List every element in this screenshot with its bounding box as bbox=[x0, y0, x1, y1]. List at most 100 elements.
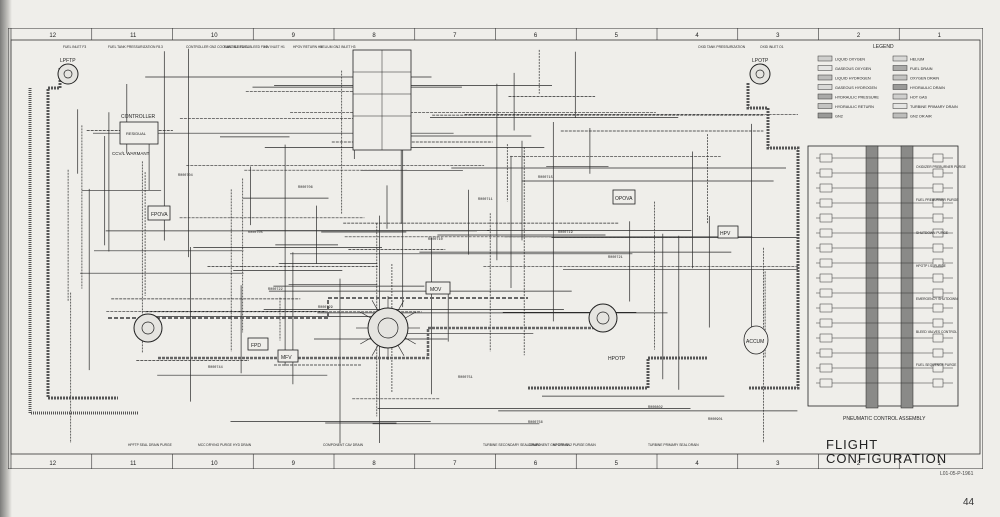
grid-column-label: 2 bbox=[857, 33, 861, 39]
grid-column-label: 3 bbox=[776, 461, 780, 467]
pneumatic-output-label: FUEL SEQUENCE PURGE bbox=[916, 363, 957, 367]
fluid-lines-horizontal bbox=[80, 76, 798, 425]
pneumatic-output-label: BLEED VALVES CONTROL bbox=[916, 330, 957, 334]
solenoid-valve bbox=[932, 198, 944, 208]
opova-label: OPOVA bbox=[615, 196, 633, 202]
legend-swatch bbox=[892, 84, 908, 90]
controller-sub-label: RESIDUAL bbox=[126, 131, 147, 136]
tag-code: R000901 bbox=[708, 418, 723, 422]
outer-border bbox=[8, 28, 983, 469]
hpotp-discharge-duct bbox=[528, 356, 708, 390]
top-inlet-label: FUEL INLET F3 bbox=[63, 45, 86, 49]
tag-code: R000719 bbox=[558, 231, 573, 235]
legend-item: LIQUID OXYGEN bbox=[835, 58, 865, 62]
grid-column-label: 12 bbox=[49, 461, 56, 467]
tag-code: R000729 bbox=[318, 306, 333, 310]
tag-code: R000722 bbox=[268, 288, 283, 292]
hpftp-pump bbox=[133, 313, 163, 343]
legend-item: TURBINE PRIMARY DRAIN bbox=[910, 105, 958, 109]
hpv-valve: HPV bbox=[717, 225, 739, 239]
legend-title: LEGEND bbox=[873, 44, 894, 50]
controller-box: CONTROLLER RESIDUAL CCV/L WARMANT bbox=[112, 114, 159, 156]
pneumatic-label: PNEUMATIC CONTROL ASSEMBLY bbox=[843, 416, 926, 422]
tag-code: R000704 bbox=[178, 174, 193, 178]
fpova-label: FPOVA bbox=[151, 212, 168, 218]
solenoid-valve bbox=[932, 333, 944, 343]
tag-code: R000802 bbox=[648, 406, 663, 410]
mcc-spoke bbox=[405, 337, 416, 345]
solenoid-valve bbox=[819, 183, 833, 193]
drawing-number: L01-05-P-1961 bbox=[940, 471, 974, 477]
top-inlet-label: HIV INLET H1 bbox=[264, 45, 285, 49]
mcc-spoke bbox=[405, 311, 416, 319]
solenoid-valve bbox=[819, 228, 833, 238]
top-inlet-label: HPOV RETURN H1 bbox=[293, 45, 322, 49]
legend-item: HOT GAS bbox=[910, 96, 927, 100]
grid-column-label: 1 bbox=[938, 33, 942, 39]
opova-valve: OPOVA bbox=[612, 189, 636, 205]
title-line-1: FLIGHT bbox=[826, 437, 879, 452]
lpotp-label: LPOTP bbox=[752, 58, 769, 64]
bottom-drain-label: MCC DRYING PURGE bbox=[198, 443, 233, 447]
grid-column-label: 9 bbox=[292, 33, 296, 39]
grid-column-label: 11 bbox=[130, 33, 137, 39]
pneumatic-output-label: FUEL PREBURNER PURGE bbox=[916, 198, 959, 202]
legend-swatch bbox=[817, 65, 833, 71]
bottom-drain-label: HYD DRAIN bbox=[233, 443, 252, 447]
title-line-2: CONFIGURATION bbox=[826, 451, 948, 466]
legend-swatch bbox=[817, 55, 833, 62]
hpotp-pump: HPOTP bbox=[588, 303, 626, 362]
mcc-spoke bbox=[397, 345, 405, 356]
legend-item: LIQUID HYDROGEN bbox=[835, 77, 871, 81]
grid-column-label: 6 bbox=[534, 461, 538, 467]
solenoid-valve bbox=[932, 183, 944, 193]
solenoid-valve bbox=[819, 288, 833, 298]
bottom-drain-label: COMPONENT CAV DRAIN bbox=[323, 443, 364, 447]
legend-swatch bbox=[817, 112, 833, 119]
mov-valve: MOV bbox=[425, 281, 451, 295]
mcc-spoke bbox=[360, 337, 371, 345]
grid-column-label: 9 bbox=[292, 461, 296, 467]
grid-column-label: 8 bbox=[372, 33, 376, 39]
top-inlet-label: FUEL BLEED G1 bbox=[224, 45, 250, 49]
tag-code: R000721 bbox=[608, 256, 623, 260]
legend-item: FUEL DRAIN bbox=[910, 67, 933, 71]
fluid-lines-vertical bbox=[67, 48, 766, 443]
legend: LEGEND LIQUID OXYGEN GASEOUS OXYGEN LIQUID… bbox=[817, 44, 958, 119]
legend-swatch bbox=[892, 55, 908, 62]
fpova-valve: FPOVA bbox=[147, 205, 171, 221]
solenoid-valve bbox=[932, 288, 944, 298]
solenoid-valve bbox=[819, 363, 833, 373]
solenoid-valve bbox=[932, 348, 944, 358]
solenoid-valve bbox=[932, 213, 944, 223]
legend-item: GASEOUS HYDROGEN bbox=[835, 86, 877, 90]
solenoid-valve bbox=[819, 318, 833, 328]
top-inlet-label: CONTROLLER GN2 COOLANT G3 bbox=[186, 45, 239, 49]
solenoid-valve bbox=[819, 213, 833, 223]
fuel-main-duct bbox=[28, 88, 138, 415]
mcc-spoke bbox=[371, 345, 379, 356]
legend-item: HYDRAULIC PRESSURE bbox=[835, 96, 879, 100]
solenoid-valve bbox=[932, 258, 944, 268]
accumulator: ACCUM bbox=[743, 325, 769, 355]
grid-column-label: 7 bbox=[453, 33, 457, 39]
solenoid-valve bbox=[819, 198, 833, 208]
legend-swatch bbox=[817, 93, 833, 100]
mfv-label: MFV bbox=[281, 355, 292, 361]
grid-column-label: 4 bbox=[695, 33, 699, 39]
legend-item: GASEOUS OXYGEN bbox=[835, 67, 871, 71]
mcc-spoke bbox=[371, 300, 379, 311]
mov-label: MOV bbox=[430, 287, 442, 293]
book-gutter bbox=[0, 0, 12, 517]
solenoid-valve bbox=[932, 318, 944, 328]
legend-item: HELIUM bbox=[910, 58, 924, 62]
tag-code: R000710 bbox=[428, 238, 443, 242]
grid-column-label: 10 bbox=[211, 33, 218, 39]
solenoid-valve bbox=[819, 153, 833, 163]
grid-column-label: 6 bbox=[534, 33, 538, 39]
